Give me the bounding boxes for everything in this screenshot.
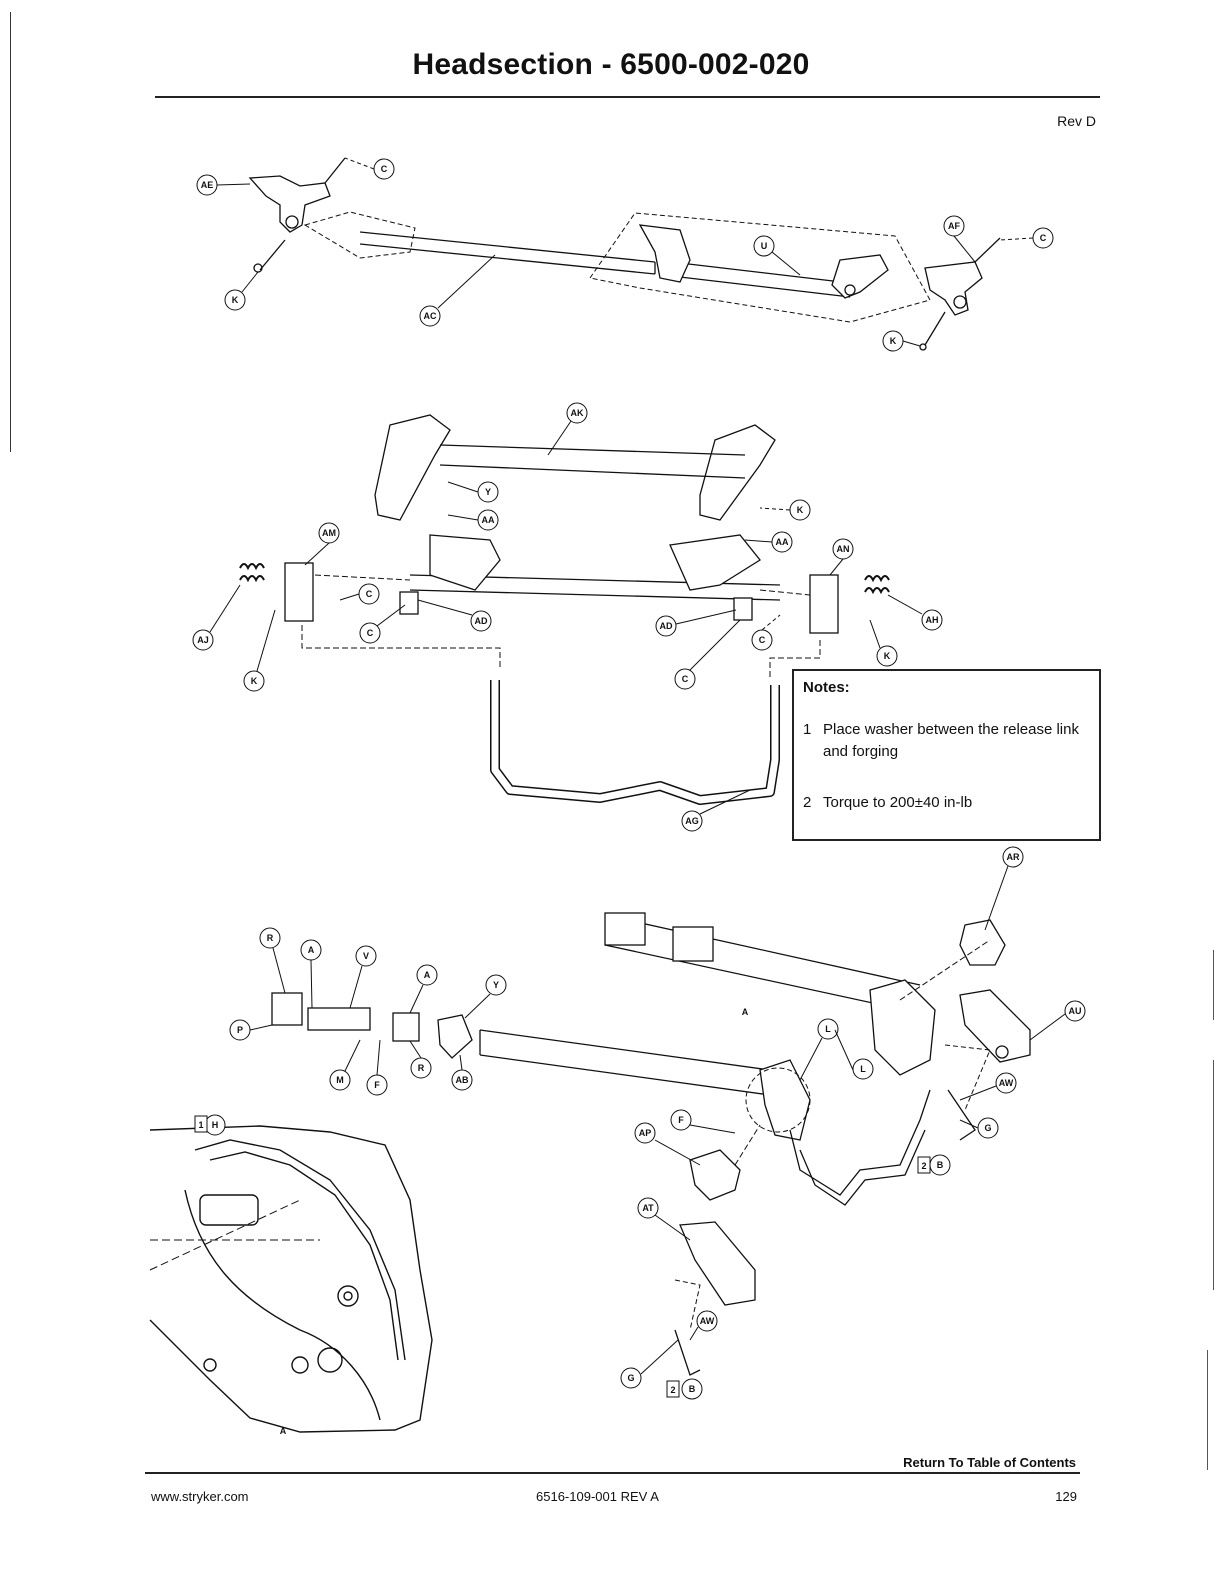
svg-text:C: C: [759, 635, 766, 645]
scan-mark: [1213, 1060, 1214, 1290]
footer-document-number: 6516-109-001 REV A: [536, 1489, 659, 1504]
page-margin-line: [10, 12, 11, 452]
svg-text:C: C: [682, 674, 689, 684]
svg-text:K: K: [890, 336, 897, 346]
svg-text:AW: AW: [999, 1078, 1014, 1088]
svg-text:H: H: [212, 1120, 219, 1130]
svg-text:K: K: [797, 505, 804, 515]
svg-text:B: B: [937, 1160, 944, 1170]
svg-text:L: L: [860, 1064, 866, 1074]
svg-text:AB: AB: [456, 1075, 469, 1085]
svg-text:AA: AA: [776, 537, 789, 547]
callout-balloons: [192, 158, 1086, 1400]
svg-text:A: A: [742, 1007, 749, 1017]
note-reference-numbers: 1 2 2: [198, 1120, 926, 1395]
svg-text:AM: AM: [322, 528, 336, 538]
svg-text:Y: Y: [493, 980, 499, 990]
note-reference-boxes: [194, 1115, 931, 1398]
svg-text:AG: AG: [685, 816, 699, 826]
svg-text:1: 1: [198, 1120, 203, 1130]
svg-text:K: K: [251, 676, 258, 686]
svg-text:AP: AP: [639, 1128, 652, 1138]
svg-text:K: K: [884, 651, 891, 661]
svg-text:L: L: [825, 1024, 831, 1034]
svg-text:AU: AU: [1069, 1006, 1082, 1016]
middle-assembly-drawing: [239, 414, 890, 805]
svg-text:AR: AR: [1007, 852, 1020, 862]
svg-text:AN: AN: [837, 544, 850, 554]
svg-text:R: R: [267, 933, 274, 943]
note-number: 2: [803, 794, 812, 811]
svg-text:AE: AE: [201, 180, 214, 190]
footer-website: www.stryker.com: [151, 1489, 249, 1504]
note-text: Place washer between the release link an…: [823, 721, 1079, 760]
svg-text:C: C: [366, 589, 373, 599]
svg-text:AT: AT: [642, 1203, 654, 1213]
note-text: Torque to 200±40 in-lb: [823, 794, 973, 811]
svg-text:A: A: [280, 1426, 287, 1436]
svg-text:V: V: [363, 951, 369, 961]
svg-text:F: F: [374, 1080, 380, 1090]
bottom-assembly-drawing: [271, 912, 1031, 1376]
notes-box: Notes: 1 Place washer between the releas…: [792, 669, 1101, 841]
footer-divider: [145, 1472, 1080, 1474]
svg-text:AD: AD: [475, 616, 488, 626]
page-title: Headsection - 6500-002-020: [412, 48, 810, 81]
svg-text:2: 2: [921, 1161, 926, 1171]
svg-text:AD: AD: [660, 621, 673, 631]
svg-text:AJ: AJ: [197, 635, 209, 645]
svg-text:B: B: [689, 1384, 696, 1394]
svg-text:C: C: [367, 628, 374, 638]
detail-a-drawing: [149, 1125, 433, 1433]
svg-text:AF: AF: [948, 221, 960, 231]
callout-leaders: [209, 157, 1066, 1375]
svg-text:G: G: [984, 1123, 991, 1133]
title-divider: [155, 96, 1100, 98]
footer-page-number: 129: [1055, 1489, 1077, 1504]
svg-text:A: A: [424, 970, 431, 980]
revision-label: Rev D: [1057, 113, 1096, 129]
svg-text:C: C: [1040, 233, 1047, 243]
svg-text:AA: AA: [482, 515, 495, 525]
svg-text:A: A: [308, 945, 315, 955]
svg-text:P: P: [237, 1025, 243, 1035]
svg-text:AK: AK: [571, 408, 584, 418]
svg-text:F: F: [678, 1115, 684, 1125]
svg-text:R: R: [418, 1063, 425, 1073]
svg-text:AC: AC: [424, 311, 437, 321]
svg-text:G: G: [627, 1373, 634, 1383]
svg-text:U: U: [761, 241, 768, 251]
svg-text:M: M: [336, 1075, 344, 1085]
scan-mark: [1207, 1350, 1208, 1470]
top-assembly-drawing: [248, 157, 1001, 351]
note-number: 1: [803, 721, 812, 738]
svg-text:C: C: [381, 164, 388, 174]
svg-text:2: 2: [670, 1385, 675, 1395]
return-to-toc-link[interactable]: Return To Table of Contents: [903, 1455, 1076, 1470]
svg-text:AW: AW: [700, 1316, 715, 1326]
svg-text:K: K: [232, 295, 239, 305]
notes-heading: Notes:: [803, 679, 850, 696]
svg-text:AH: AH: [926, 615, 939, 625]
svg-text:Y: Y: [485, 487, 491, 497]
scan-mark: [1213, 950, 1214, 1020]
